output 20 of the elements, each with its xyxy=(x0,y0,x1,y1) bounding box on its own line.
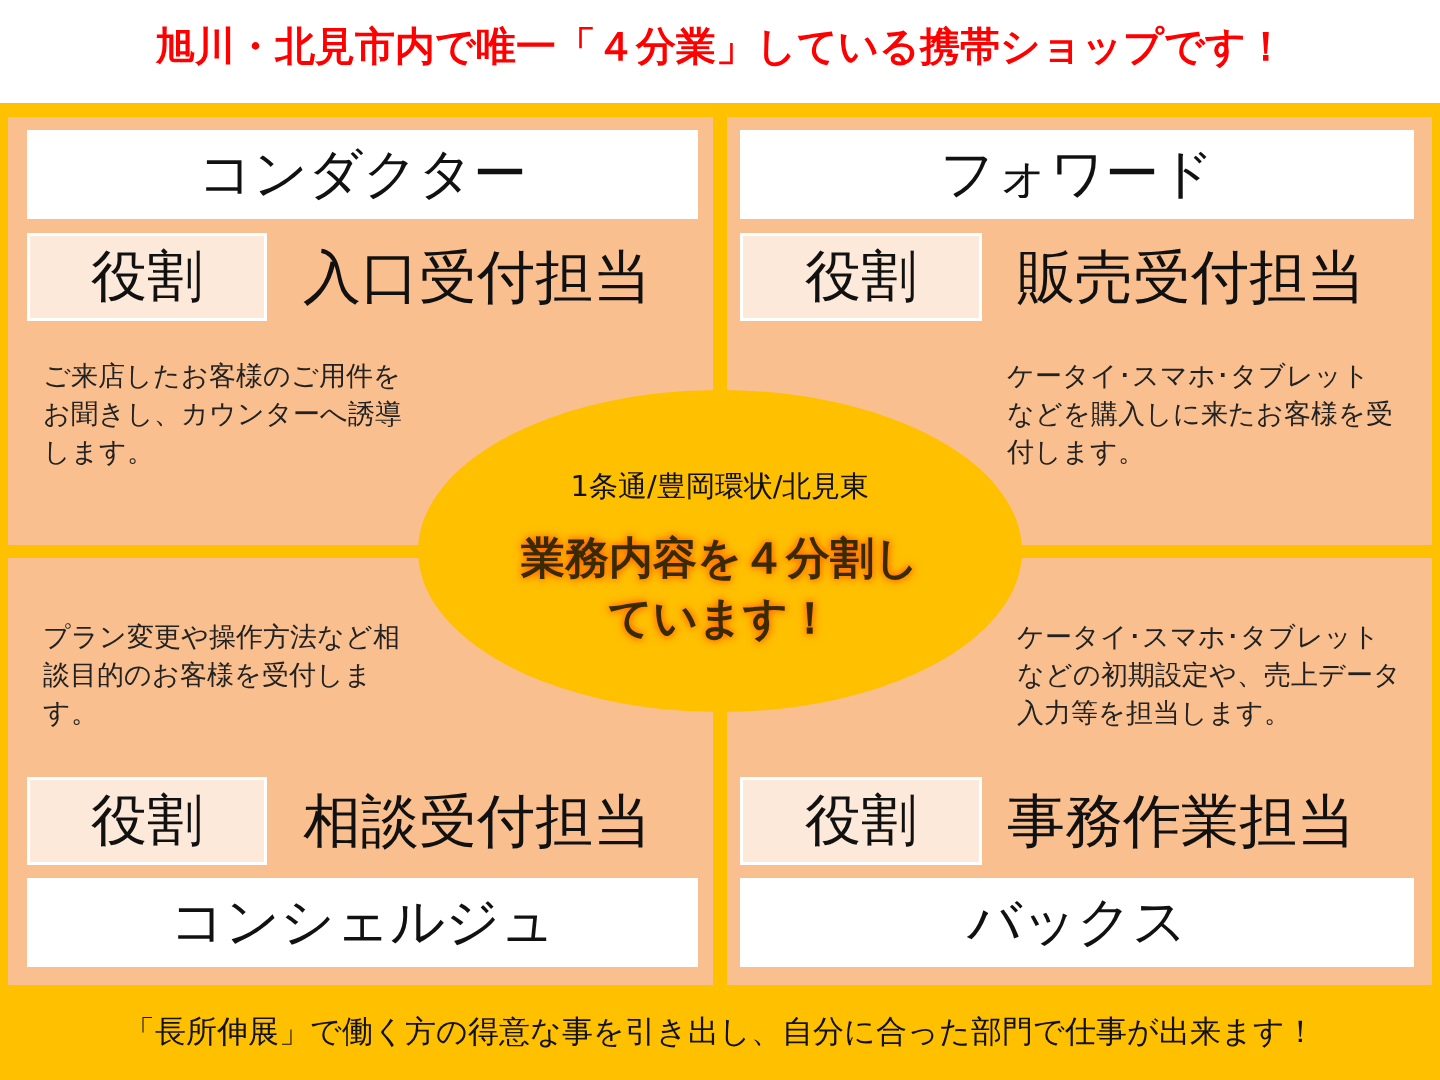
role-box: 役割 xyxy=(740,777,982,865)
title-bar: フォワード xyxy=(740,130,1414,219)
role-text: 相談受付担当 xyxy=(303,787,651,855)
title-bar: バックス xyxy=(740,878,1414,967)
role-text: 事務作業担当 xyxy=(1007,787,1355,855)
footer-text: 「長所伸展」で働く方の得意な事を引き出し、自分に合った部門で仕事が出来ます！ xyxy=(123,1012,1317,1051)
role-box: 役割 xyxy=(27,777,267,865)
description-text: ご来店したお客様のご用件をお聞きし、カウンターへ誘導します。 xyxy=(43,359,403,469)
title-bar: コンシェルジュ xyxy=(27,878,698,967)
role-text: 販売受付担当 xyxy=(1017,243,1365,311)
role-box: 役割 xyxy=(740,233,982,321)
title-bar: コンダクター xyxy=(27,130,698,219)
store-names: 1条通/豊岡環状/北見東 xyxy=(569,468,871,504)
title-text: 旭川・北見市内で唯一「４分業」している携帯ショップです！ xyxy=(153,22,1287,71)
headline-text: 業務内容を４分割しています！ xyxy=(520,531,920,645)
description-text: ケータイ･スマホ･タブレットなどを購入しに来たお客様を受付します。 xyxy=(1007,359,1394,469)
description-text: プラン変更や操作方法など相談目的のお客様を受付します。 xyxy=(43,620,401,730)
role-box: 役割 xyxy=(27,233,267,321)
description-text: ケータイ･スマホ･タブレットなどの初期設定や、売上データ入力等を担当します。 xyxy=(1017,620,1402,730)
role-text: 入口受付担当 xyxy=(303,243,651,311)
